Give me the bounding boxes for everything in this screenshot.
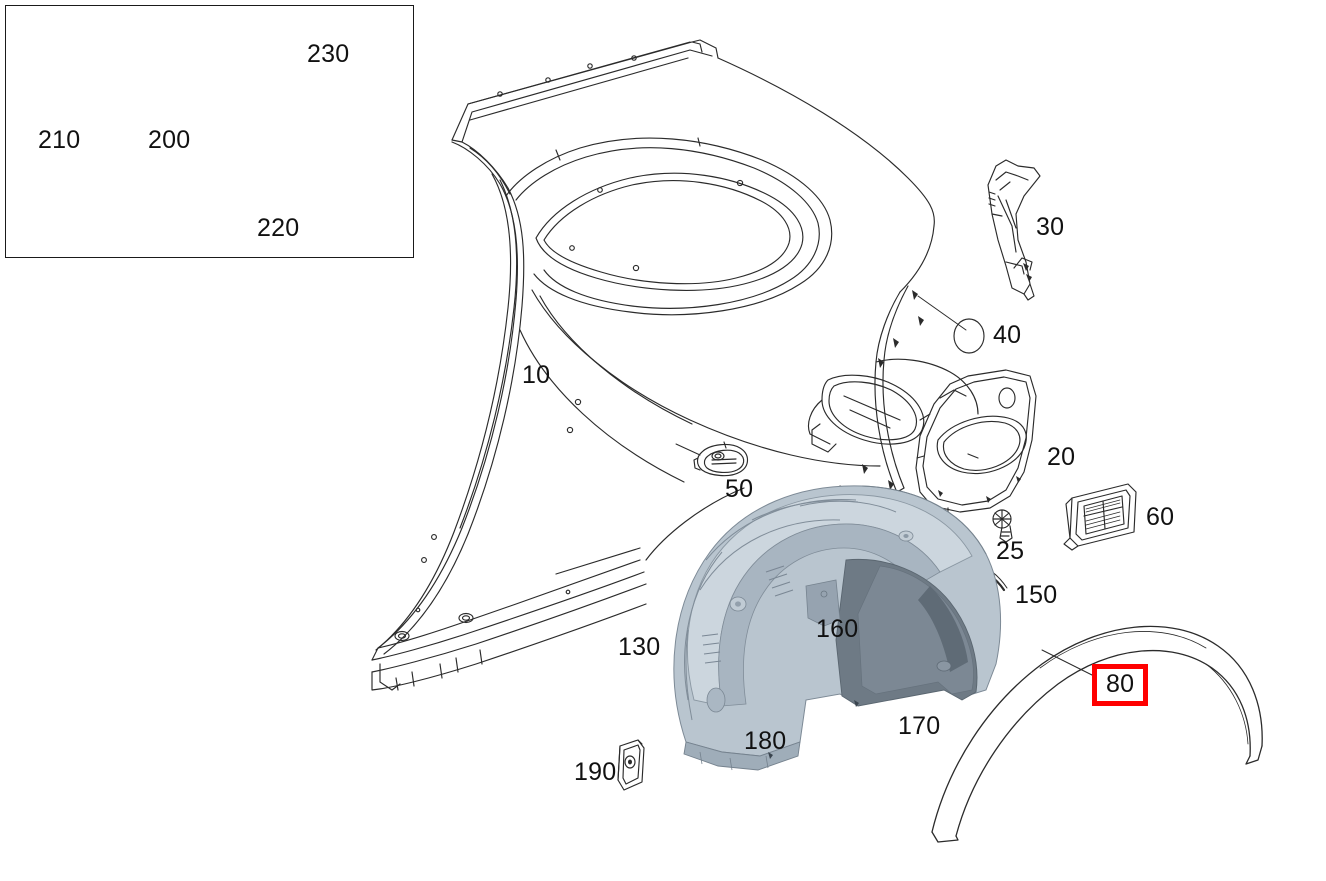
leader-line-50 xyxy=(675,443,701,456)
callout-label-170: 170 xyxy=(898,712,941,740)
part-25-rivet-art xyxy=(992,509,1013,543)
callout-label-230: 230 xyxy=(307,40,350,68)
part-190-plate-art xyxy=(617,739,645,791)
callout-label-80-highlighted: 80 xyxy=(1092,664,1149,707)
part-50-grommet-art xyxy=(693,441,749,477)
callout-label-220: 220 xyxy=(257,214,300,242)
callout-label-130: 130 xyxy=(618,633,661,661)
part-130-liner-art xyxy=(673,485,1002,771)
callout-label-60: 60 xyxy=(1146,503,1175,531)
callout-label-40: 40 xyxy=(993,321,1022,349)
callout-label-50: 50 xyxy=(725,475,754,503)
callout-label-160: 160 xyxy=(816,615,859,643)
part-20-panel-art xyxy=(915,369,1037,525)
callout-label-25: 25 xyxy=(996,537,1025,565)
callout-label-30: 30 xyxy=(1036,213,1065,241)
callout-label-200: 200 xyxy=(148,126,191,154)
callout-label-180: 180 xyxy=(744,727,787,755)
leader-line-40 xyxy=(917,295,967,331)
callout-label-20: 20 xyxy=(1047,443,1076,471)
part-80-trim-art xyxy=(931,625,1263,843)
callout-label-150: 150 xyxy=(1015,581,1058,609)
leader-line-80 xyxy=(1041,649,1095,677)
part-60-vent-art xyxy=(1063,483,1137,551)
callout-label-210: 210 xyxy=(38,126,81,154)
callout-label-190: 190 xyxy=(574,758,617,786)
callout-label-10: 10 xyxy=(522,361,551,389)
part-40-cap-art xyxy=(953,318,985,354)
part-30-bracket-art xyxy=(987,159,1041,301)
fuel-filler-detail-inset xyxy=(5,5,414,258)
